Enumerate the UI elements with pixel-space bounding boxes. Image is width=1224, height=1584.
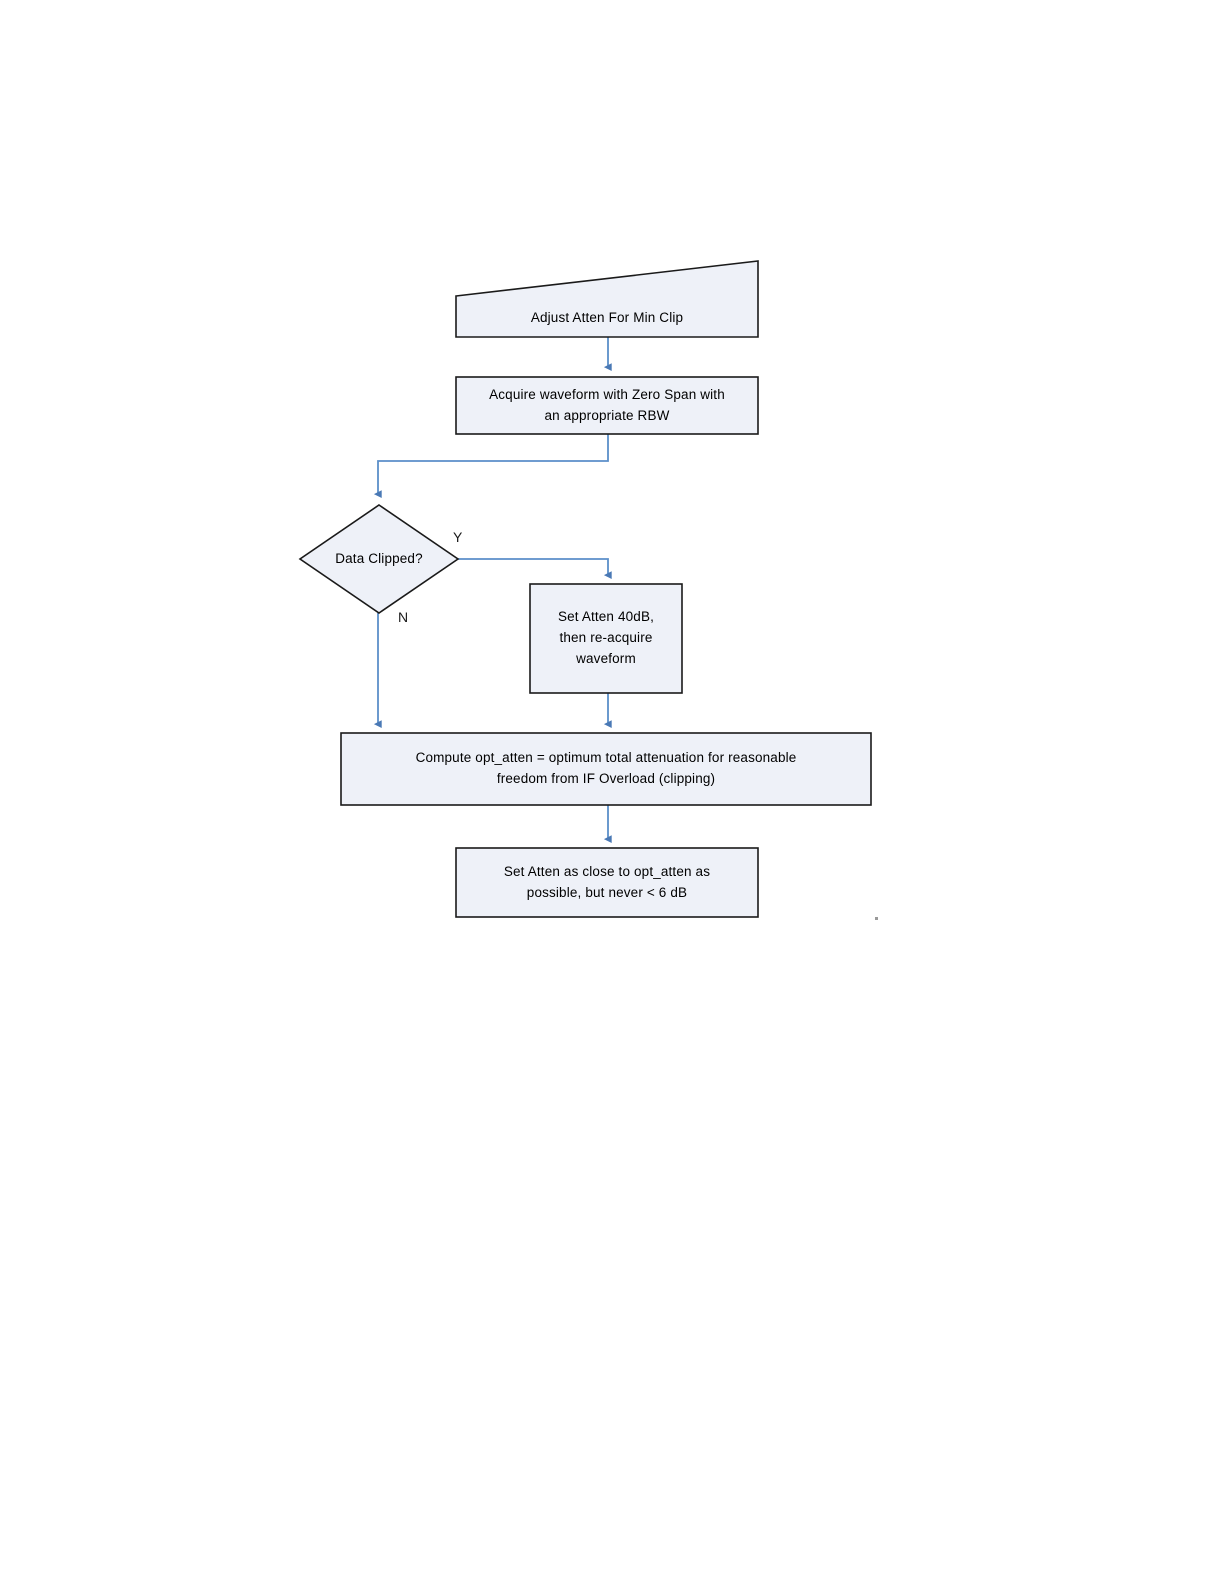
connector-acquire-to-decision <box>373 434 609 499</box>
branch-label-no: N <box>398 609 409 625</box>
node-compute-shape[interactable] <box>340 732 872 806</box>
node-acquire-shape[interactable] <box>455 376 759 435</box>
node-start-shape[interactable] <box>455 260 759 338</box>
connector-decision-yes-to-set-atten-40 <box>458 558 612 580</box>
node-decision-shape[interactable] <box>298 504 460 614</box>
node-set-atten-40-shape[interactable] <box>529 583 683 694</box>
branch-label-yes: Y <box>453 529 463 545</box>
page-artifact-dot <box>875 917 878 920</box>
node-set-close-shape[interactable] <box>455 847 759 918</box>
